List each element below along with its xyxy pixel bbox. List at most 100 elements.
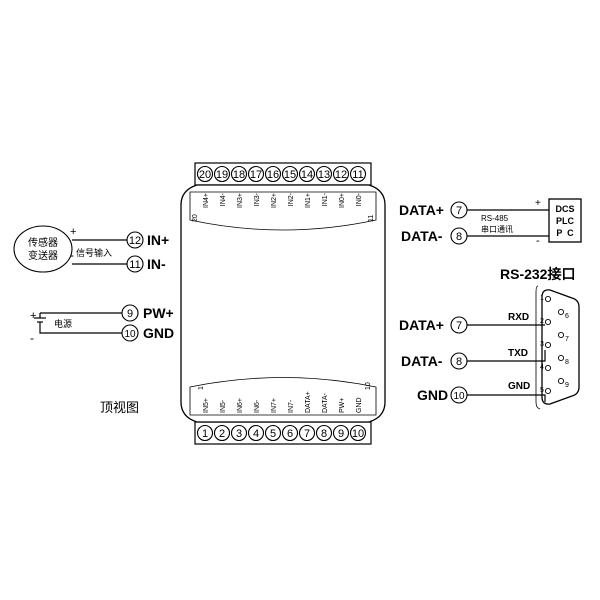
bottom-terminal-number: 9 (338, 428, 344, 440)
in-minus-label: IN- (147, 256, 166, 272)
terminal-12-number: 12 (129, 235, 141, 247)
bottom-terminal-number: 7 (304, 428, 310, 440)
rs485-section: DATA+ 7 DATA- 8 RS-485 串口通讯 + - DCS PLC … (399, 198, 582, 247)
bottom-terminal-6 (281, 424, 299, 442)
in-plus-label: IN+ (147, 232, 169, 248)
txd-label: TXD (508, 348, 528, 359)
power-minus-sign: - (30, 331, 34, 345)
top-terminal-number: 20 (199, 169, 211, 181)
rs232-data-plus-label: DATA+ (399, 317, 444, 333)
db9-pin-3: 3 (540, 341, 544, 348)
bottom-terminal-number: 3 (236, 428, 242, 440)
power-section: + - 电源 9 PW+ 10 GND (30, 304, 174, 345)
top-terminal-18 (230, 165, 248, 183)
bottom-label-panel (189, 377, 377, 416)
rs232-terminal-8-number: 8 (456, 356, 462, 368)
rs232-terminal-10-number: 10 (453, 391, 465, 402)
bottom-terminal-9 (332, 424, 350, 442)
bottom-pin-label: IN6+ (237, 398, 244, 413)
sensor-plus-sign: + (70, 226, 76, 238)
top-terminal-13 (315, 165, 333, 183)
bottom-corner-right-number: 10 (365, 382, 372, 390)
top-pin-label: IN3- (254, 192, 261, 206)
rs485-data-plus-label: DATA+ (399, 202, 444, 218)
signal-input-label: 信号输入 (76, 247, 112, 259)
top-terminal-number: 13 (318, 169, 330, 181)
bottom-pin-label: IN5+ (203, 398, 210, 413)
rs232-gnd-signal-label: GND (508, 381, 530, 392)
gnd-label: GND (143, 325, 174, 341)
terminal-9-number: 9 (127, 308, 133, 320)
top-pin-label: IN2- (288, 192, 295, 206)
rxd-label: RXD (508, 312, 529, 323)
bottom-pin-label: DATA+ (305, 391, 312, 413)
top-terminal-11 (349, 165, 367, 183)
bottom-terminal-number: 2 (219, 428, 225, 440)
bottom-pin-label: GND (356, 397, 363, 413)
terminal-12-circle (126, 231, 144, 249)
top-pin-label: IN0- (356, 192, 363, 206)
power-label: 电源 (54, 318, 72, 330)
top-terminal-17 (247, 165, 265, 183)
bottom-terminal-number: 6 (287, 428, 293, 440)
box-line-dcs: DCS (555, 204, 574, 214)
db9-flange (535, 285, 541, 410)
db9-pin-4: 4 (540, 364, 544, 371)
db9-pin-1: 1 (540, 295, 544, 302)
sensor-circle (13, 225, 73, 273)
bottom-pin-label: PW+ (339, 398, 346, 413)
top-terminal-number: 15 (284, 169, 296, 181)
top-terminal-number: 19 (216, 169, 228, 181)
rs232-terminal-7-number: 7 (456, 320, 462, 332)
bottom-pin-label: IN7- (288, 399, 295, 413)
bottom-pin-label: IN6- (254, 399, 261, 413)
top-terminal-12 (332, 165, 350, 183)
module-housing (180, 184, 386, 423)
box-line-pc: P C (556, 228, 574, 238)
dcs-plc-box (548, 198, 582, 243)
terminal-9-circle (121, 304, 139, 322)
db9-pin-2: 2 (540, 318, 544, 325)
rs485-plus-sign: + (535, 198, 541, 209)
top-pin-label: IN1+ (305, 193, 312, 208)
bottom-terminal-1 (196, 424, 214, 442)
bottom-terminal-4 (247, 424, 265, 442)
db9-pin-dot (557, 331, 565, 339)
bottom-terminal-7 (298, 424, 316, 442)
rs485-data-minus-label: DATA- (401, 228, 443, 244)
power-plus-sign: + (30, 310, 36, 322)
top-terminal-number: 14 (301, 169, 313, 181)
bottom-terminal-10 (349, 424, 367, 442)
db9-pin-6: 6 (565, 313, 569, 320)
sensor-line2: 变送器 (28, 249, 58, 262)
db9-pin-dot (557, 308, 565, 316)
top-pin-label: IN4- (220, 192, 227, 206)
top-terminal-number: 12 (335, 169, 347, 181)
rs485-terminal-7-number: 7 (456, 205, 462, 217)
top-view-label: 顶视图 (100, 401, 139, 416)
bottom-terminal-3 (230, 424, 248, 442)
terminal-10-circle (121, 324, 139, 342)
power-wire-minus (39, 322, 122, 334)
top-pin-label: IN3+ (237, 193, 244, 208)
bottom-terminal-8 (315, 424, 333, 442)
terminal-11-number: 11 (129, 259, 140, 271)
rs232-section: RS-232接口 DATA+ 7 DATA- 8 GND 10 RXD TXD … (399, 266, 580, 410)
top-pin-label: IN4+ (203, 193, 210, 208)
db9-pin-8: 8 (565, 359, 569, 366)
terminal-11-circle (126, 255, 144, 273)
bottom-terminal-number: 8 (321, 428, 327, 440)
pw-plus-label: PW+ (143, 305, 174, 321)
rs485-bus-label: RS-485 (481, 214, 509, 223)
db9-pin-dot (544, 318, 552, 326)
db9-pin-7: 7 (565, 336, 569, 343)
db9-pin-dot (557, 377, 565, 385)
bottom-terminal-number: 1 (202, 428, 208, 440)
top-pin-label: IN2+ (271, 193, 278, 208)
top-terminal-16 (264, 165, 282, 183)
sensor-minus-sign: - (70, 248, 74, 262)
rs232-data-minus-label: DATA- (401, 353, 443, 369)
